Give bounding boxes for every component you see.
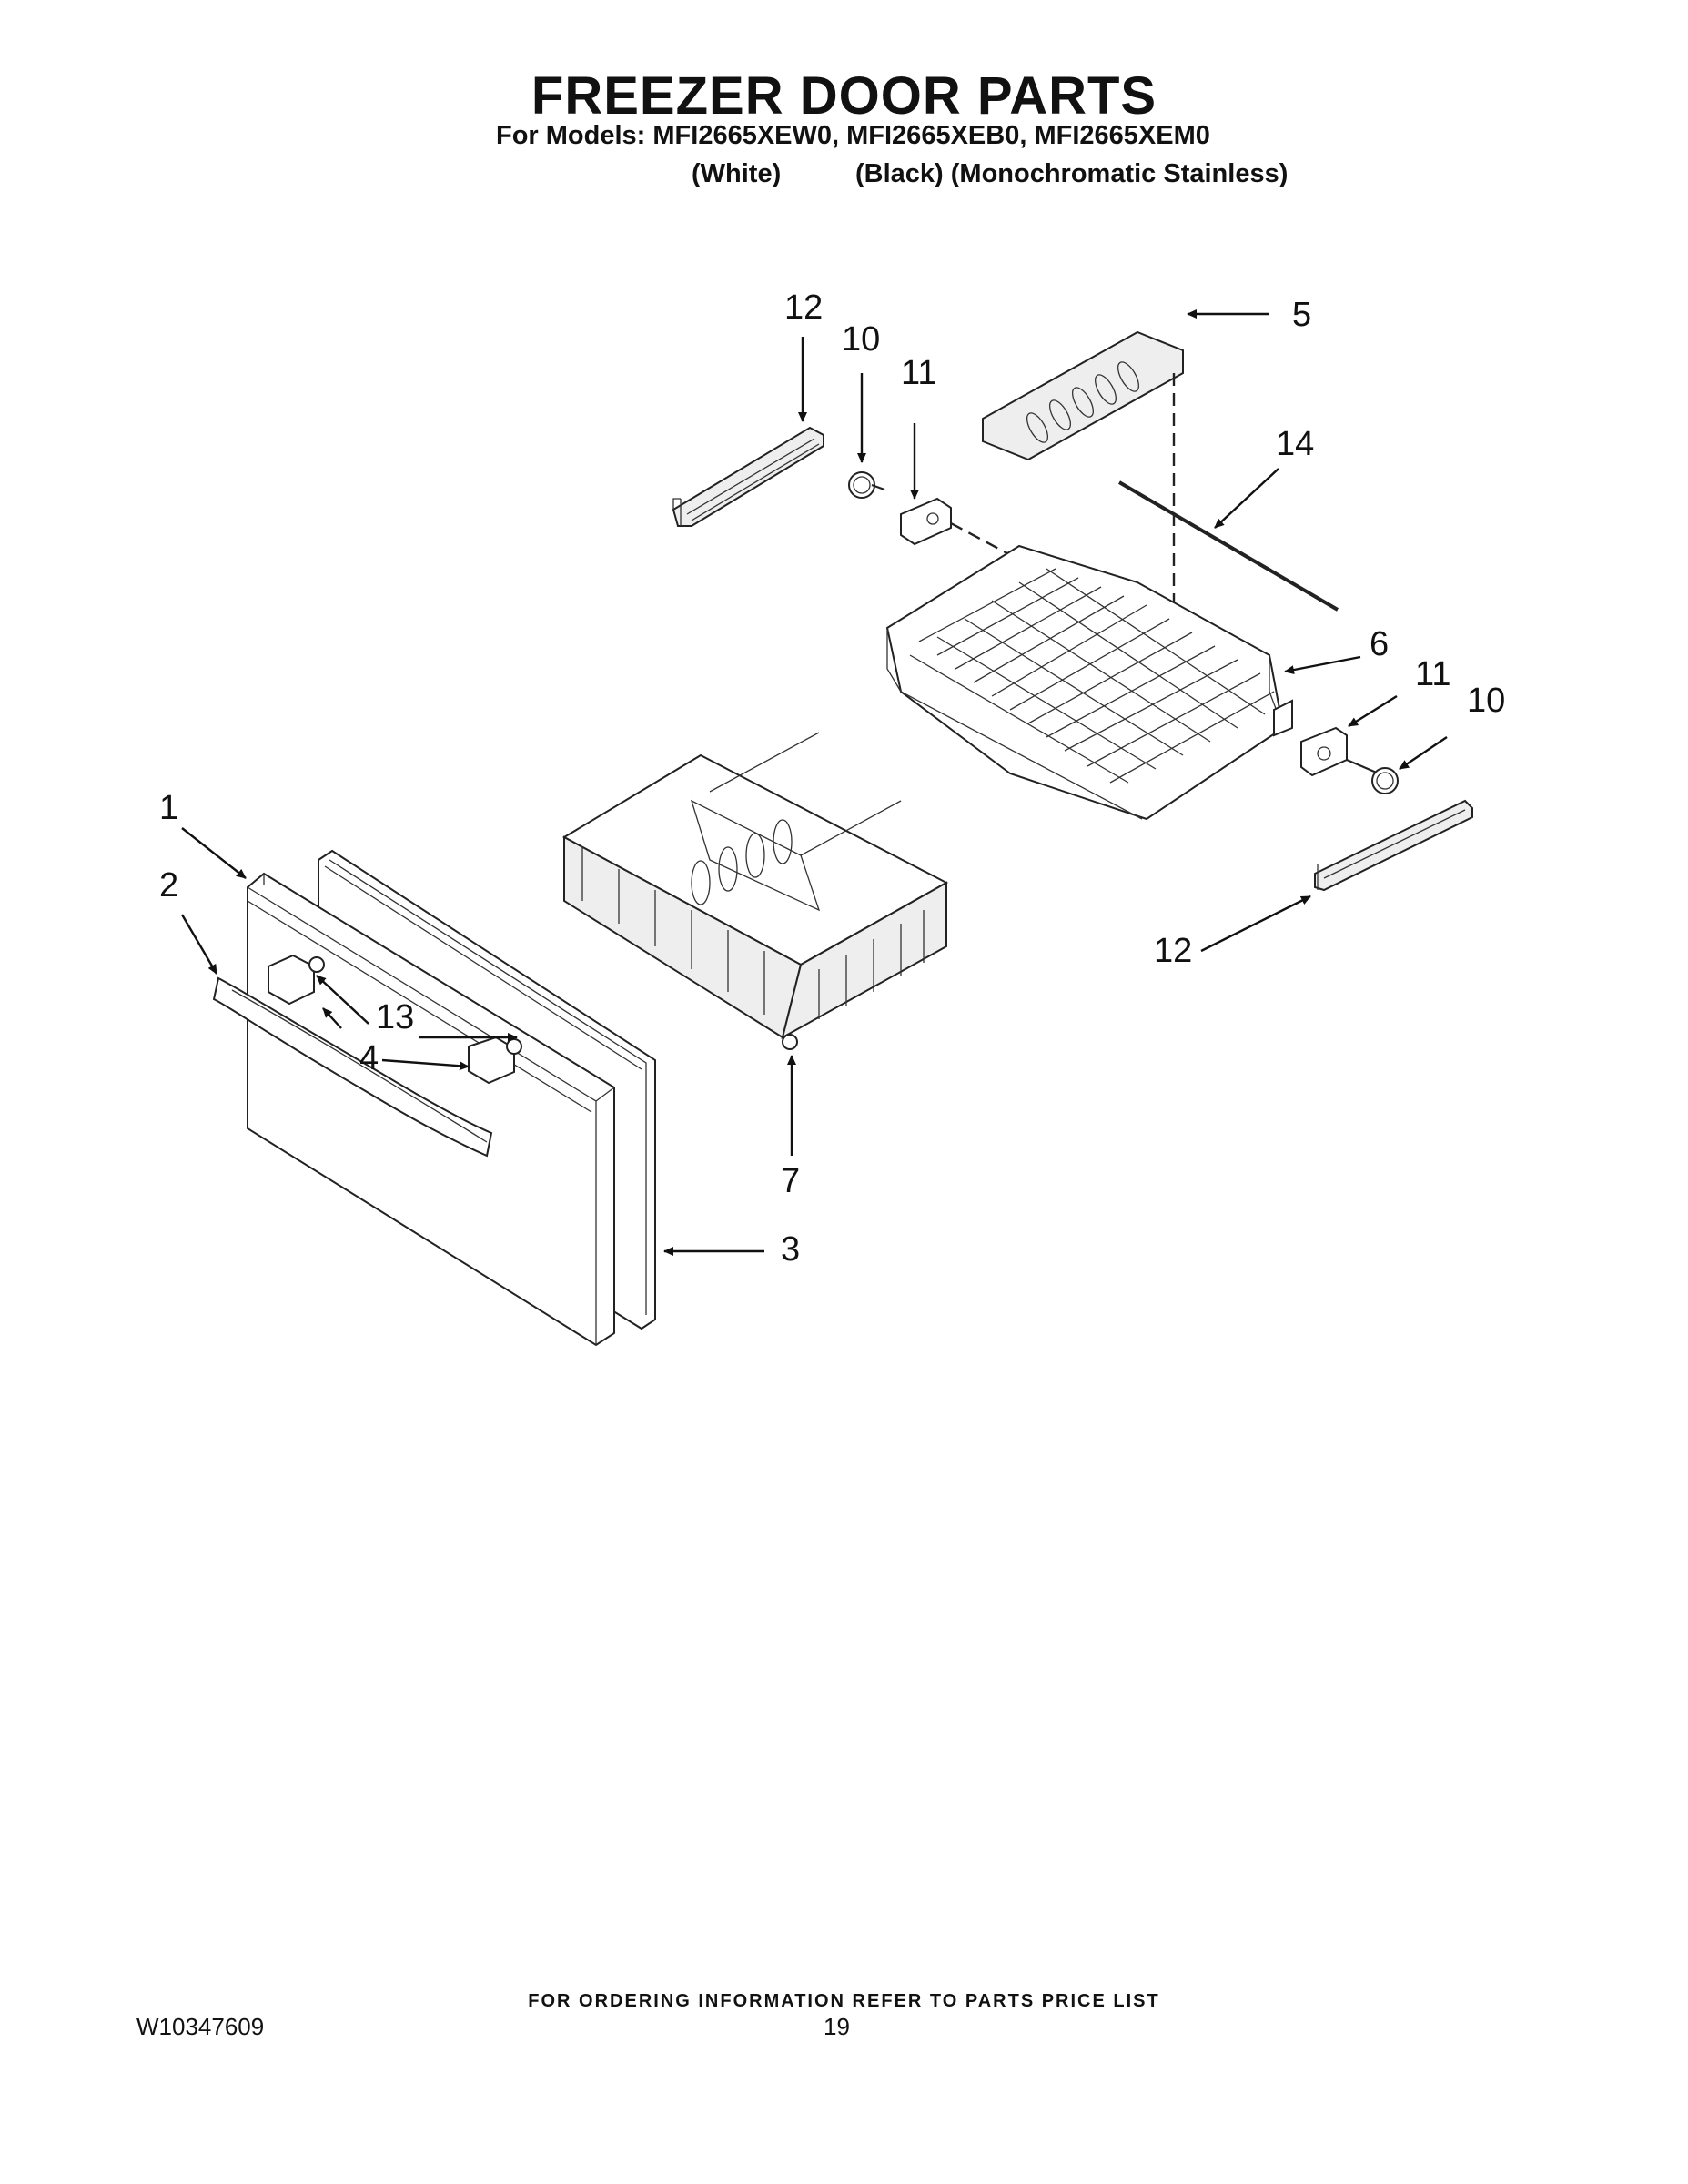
models-line: For Models: MFI2665XEW0, MFI2665XEB0, MF… — [496, 121, 1210, 150]
callout-10-right: 10 — [1467, 682, 1505, 720]
part-wire-basket — [885, 544, 1293, 821]
color-other-label: (Black) (Monochromatic Stainless) — [855, 159, 1289, 188]
callout-3: 3 — [781, 1230, 800, 1269]
callout-7: 7 — [781, 1162, 800, 1200]
color-white-label: (White) — [692, 159, 782, 188]
callout-6: 6 — [1370, 625, 1389, 663]
callout-4: 4 — [359, 1039, 379, 1077]
part-handle — [212, 976, 493, 1158]
part-rail-bottom — [1314, 799, 1473, 892]
part-divider — [982, 330, 1184, 623]
page-title: FREEZER DOOR PARTS — [531, 66, 1157, 126]
part-rail-top — [672, 426, 824, 527]
callout-14: 14 — [1276, 425, 1314, 463]
part-gear-right — [1346, 758, 1399, 794]
part-bracket-top — [900, 497, 1020, 561]
part-handle-mounts — [268, 954, 522, 1085]
callout-12-top: 12 — [784, 288, 823, 327]
leader-lines — [180, 309, 1448, 1256]
callout-11-right: 11 — [1415, 655, 1450, 693]
callout-5: 5 — [1292, 296, 1311, 334]
callout-10-top: 10 — [842, 320, 880, 359]
document-number: W10347609 — [136, 2013, 265, 2040]
part-bin — [561, 732, 949, 1050]
ordering-note: FOR ORDERING INFORMATION REFER TO PARTS … — [528, 1991, 1160, 2011]
part-bracket-right — [1300, 726, 1348, 777]
page-number: 19 — [824, 2013, 850, 2040]
callout-2: 2 — [159, 866, 178, 905]
part-rod — [1117, 480, 1339, 612]
callout-13: 13 — [376, 998, 414, 1036]
callout-11-top: 11 — [901, 354, 936, 392]
part-gear-top — [848, 471, 885, 499]
callout-12-bottom: 12 — [1154, 932, 1192, 970]
callout-1: 1 — [159, 789, 178, 827]
